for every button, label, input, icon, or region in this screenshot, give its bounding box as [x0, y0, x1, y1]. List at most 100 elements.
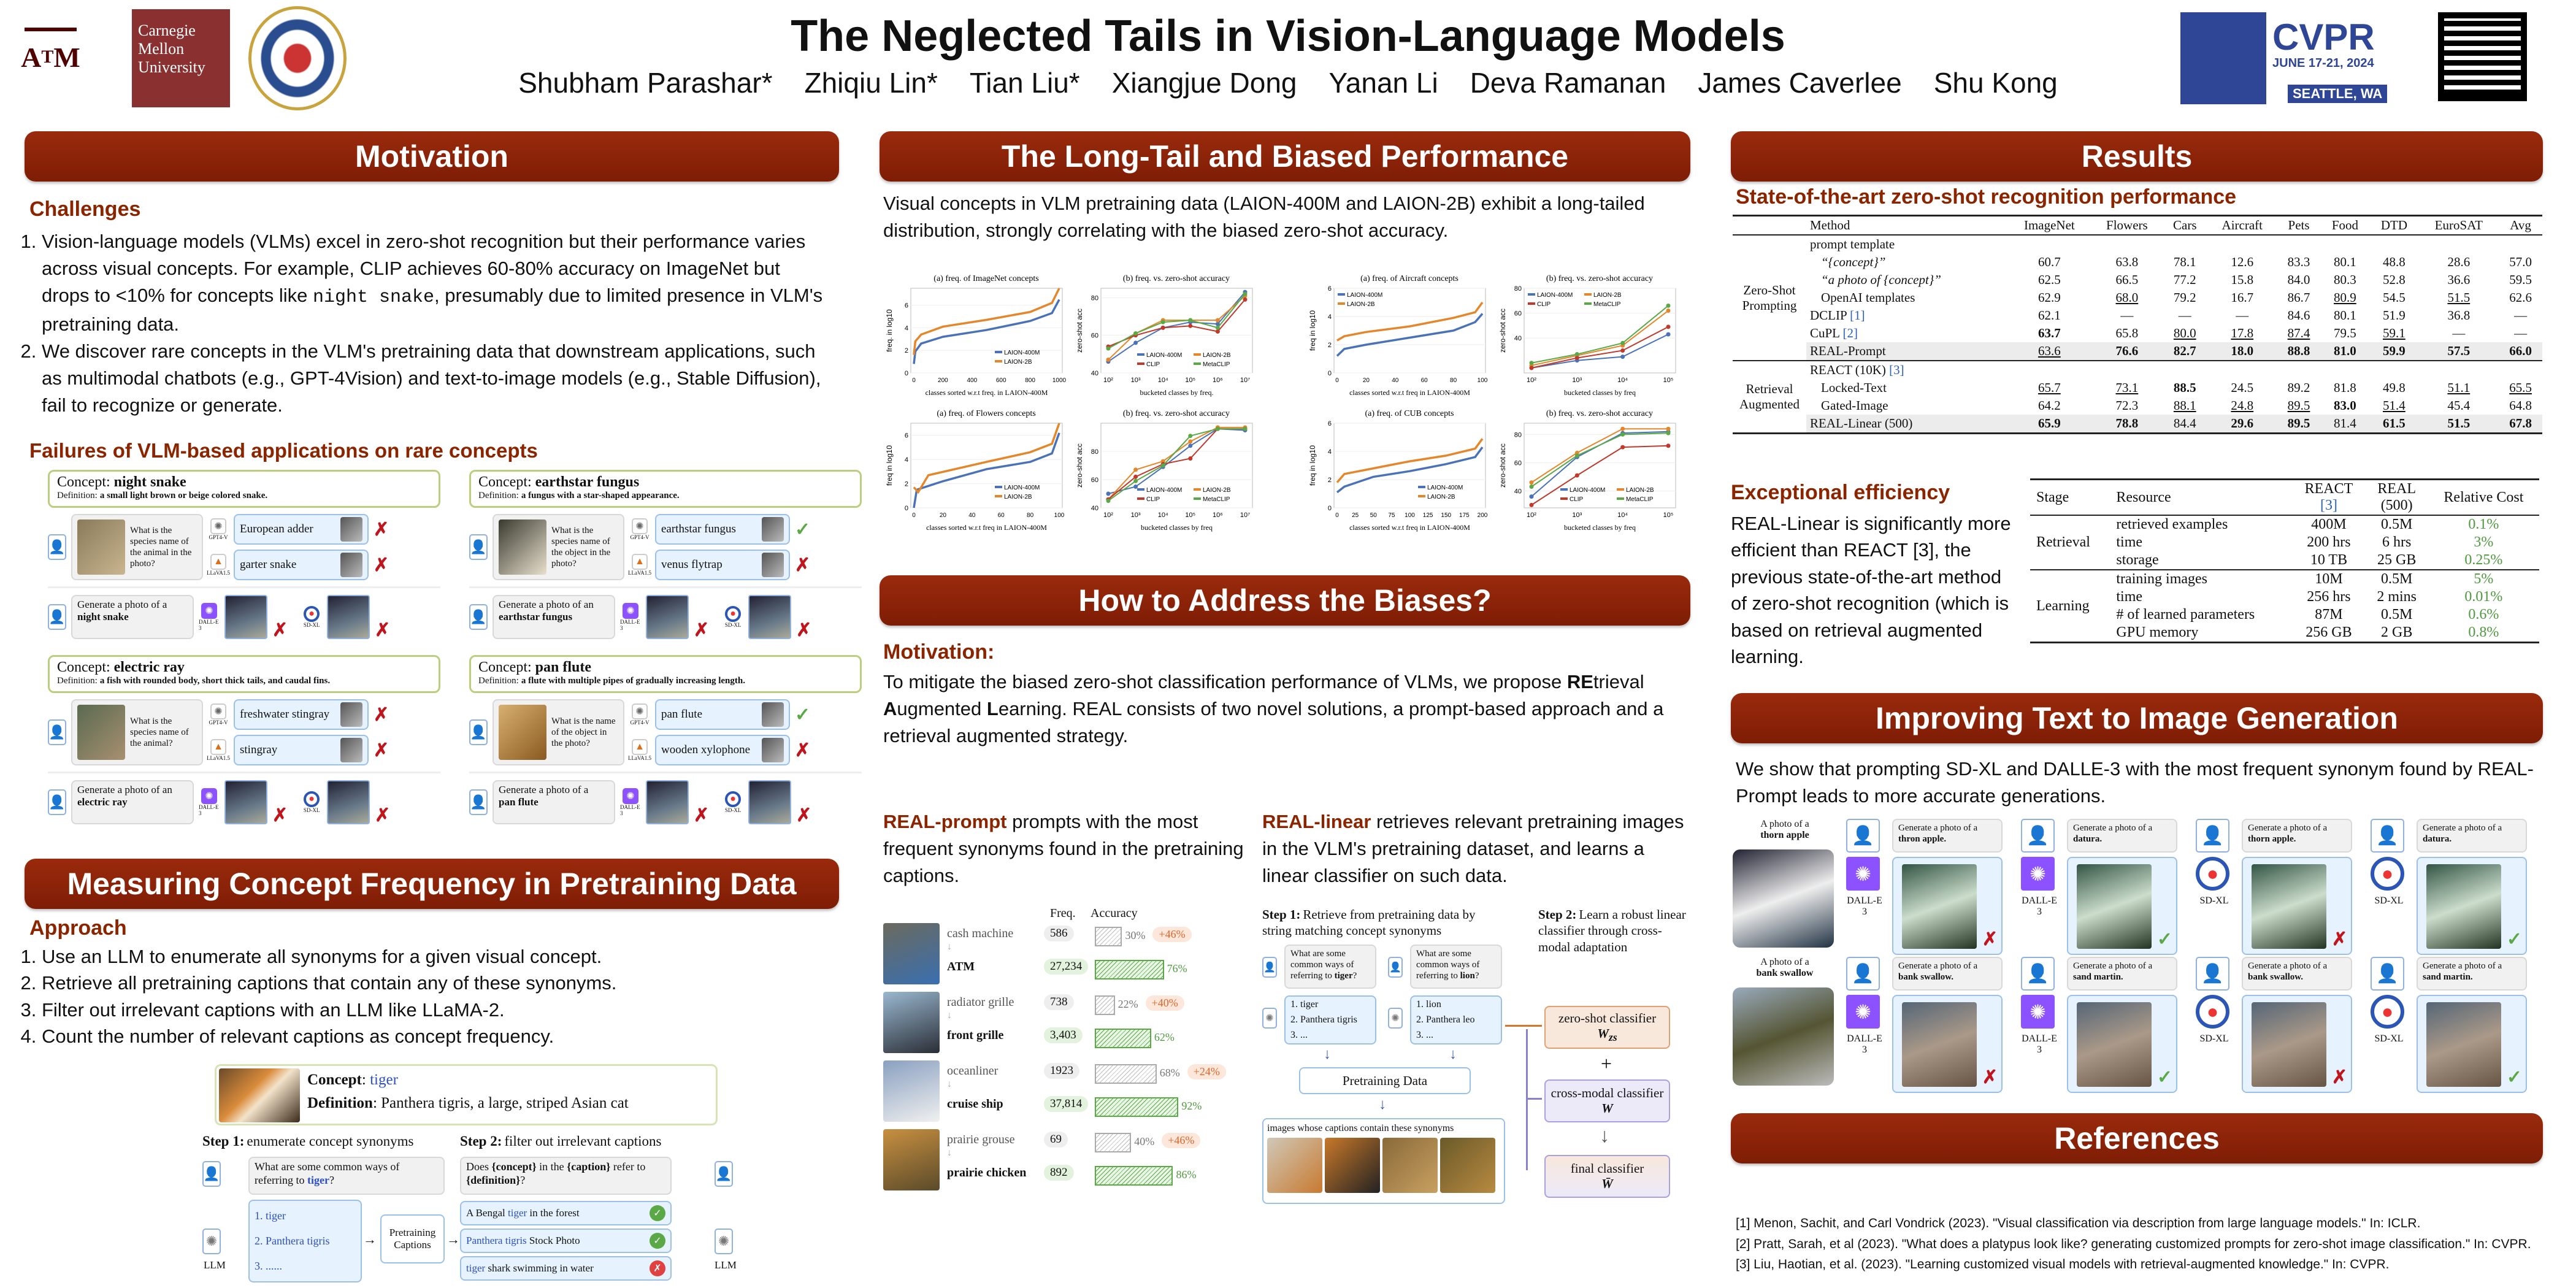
- citation-link[interactable]: [3]: [2320, 497, 2337, 513]
- legend-label: LAION-400M: [1347, 292, 1382, 299]
- caption-item: Panthera tigris Stock Photo✓: [460, 1229, 672, 1253]
- table-cell: 82.7: [2162, 342, 2207, 361]
- question-part: Does: [466, 1160, 492, 1173]
- original-name: radiator grille: [947, 995, 1014, 1009]
- original-name: cash machine: [947, 927, 1014, 940]
- table-cell: 51.9: [2383, 308, 2405, 323]
- user-icon: 👤: [2371, 819, 2404, 853]
- model-label: GPT4-V: [630, 719, 650, 726]
- concept-name: earthstar fungus: [535, 474, 640, 490]
- openai-icon: ✺: [202, 1229, 221, 1254]
- stage-label: Retrieval: [2036, 534, 2090, 550]
- x-tick-label: 10²: [1527, 512, 1536, 519]
- question-text: What are some common ways of referring t…: [255, 1160, 400, 1186]
- cross-icon: ✗: [2331, 929, 2347, 949]
- macau-university-seal: [248, 6, 347, 110]
- x-tick-label: 10²: [1103, 377, 1113, 384]
- citation-link[interactable]: [2]: [1842, 326, 1858, 340]
- original-accuracy-value: 40%: [1134, 1135, 1155, 1148]
- generate-prompt-concept: earthstar fungus: [499, 611, 573, 623]
- answer-text: earthstar fungus: [661, 523, 736, 536]
- approach-heading: Approach: [29, 916, 127, 940]
- react-value: 10M: [2315, 571, 2343, 587]
- method-name: REAL-Linear (500): [1806, 415, 2007, 434]
- dalle-icon: ✺: [2021, 857, 2055, 891]
- definition-label: Definition:: [478, 491, 519, 500]
- synonym-accuracy-value: 62%: [1154, 1031, 1175, 1043]
- cmu-logo: Carnegie Mellon University: [132, 9, 230, 107]
- answer-text: stingray: [240, 743, 278, 757]
- generate-prompt-text: Generate a photo of a: [499, 784, 589, 795]
- method-text: OpenAI templates: [1821, 290, 1915, 305]
- legend-label: LAION-2B: [1203, 487, 1231, 494]
- table-cell: 64.8: [2509, 398, 2532, 413]
- generated-image: [2426, 864, 2501, 949]
- legend-label: CLIP: [1570, 496, 1584, 503]
- x-axis-label: bucketed classes by freq.: [1140, 388, 1214, 397]
- table-cell: [2207, 361, 2277, 379]
- x-axis-label: classes sorted w.r.t freq in LAION-400M: [1349, 388, 1470, 397]
- table-cell: 88.8: [2277, 342, 2321, 361]
- x-tick-label: 10⁴: [1617, 512, 1628, 519]
- caption-text: tiger shark swimming in water: [466, 1262, 594, 1275]
- resource-name: storage: [2116, 552, 2159, 568]
- data-point: [1215, 321, 1220, 326]
- method-text: REAL-Prompt: [1810, 343, 1886, 358]
- qr-code[interactable]: [2436, 10, 2529, 104]
- table-cell: 29.6: [2207, 415, 2277, 434]
- definition-text: a small light brown or beige colored sna…: [99, 491, 268, 500]
- answer-photo: [340, 517, 362, 542]
- table-cell: —: [2236, 308, 2249, 323]
- question-concept: tiger: [1334, 971, 1353, 981]
- answer-text: European adder: [240, 523, 313, 536]
- x-tick-label: 0: [912, 377, 916, 384]
- accuracy-gain: +24%: [1187, 1064, 1226, 1079]
- y-tick-label: 80: [1091, 294, 1098, 302]
- user-icon: 👤: [2021, 819, 2055, 853]
- y-tick-label: 60: [1514, 310, 1522, 318]
- generated-image: [1902, 864, 1977, 949]
- freq-column-header: Freq.: [1050, 907, 1076, 920]
- caption-part: Panthera tigris: [466, 1235, 527, 1246]
- plot-area: [1100, 288, 1253, 374]
- x-tick-label: 100: [1054, 512, 1065, 519]
- accuracy-gain: +46%: [1152, 927, 1192, 942]
- data-point: [1243, 291, 1248, 296]
- box-label: zero-shot classifier: [1558, 1010, 1657, 1025]
- citation-link[interactable]: [3]: [1889, 362, 1904, 377]
- generated-image-bubble: ✗: [1892, 995, 2003, 1093]
- question-concept: tiger: [307, 1173, 329, 1186]
- check-icon: ✓: [795, 519, 811, 540]
- x-tick-label: 0: [1335, 512, 1339, 519]
- legend-label: MetaCLIP: [1593, 301, 1621, 308]
- column-header: Food: [2331, 218, 2358, 232]
- x-axis-label: classes sorted w.r.t freq. in LAION-400M: [926, 388, 1048, 397]
- table-cell: [2418, 361, 2499, 379]
- answers: freshwater stingray✗stingray✗: [234, 699, 389, 765]
- chart-title: (a) freq. of ImageNet concepts: [933, 274, 1038, 283]
- model-label: DALL-E 3: [620, 804, 640, 816]
- user-icon: 👤: [469, 604, 488, 630]
- method-text: prompt template: [1810, 237, 1895, 251]
- y-tick-label: 60: [1091, 477, 1098, 484]
- question-end: ?: [329, 1173, 334, 1186]
- legend-label: LAION-400M: [1146, 352, 1182, 359]
- column-header: EuroSAT: [2434, 218, 2483, 232]
- check-icon: ✓: [650, 1233, 665, 1249]
- chart-title: (b) freq. vs. zero-shot accuracy: [1546, 409, 1653, 418]
- concept-photo: [883, 1129, 940, 1190]
- retrieved-image: [1325, 1138, 1380, 1193]
- prompt-concept: thron apple.: [1898, 834, 1947, 844]
- model-label: GPT4-V: [209, 719, 228, 726]
- x-tick-label: 200: [1478, 512, 1488, 519]
- concept-photo: [77, 705, 125, 760]
- answer-row: European adder✗: [234, 514, 389, 545]
- step-label: Step 2:: [460, 1133, 502, 1149]
- citation-link[interactable]: [1]: [1850, 308, 1865, 323]
